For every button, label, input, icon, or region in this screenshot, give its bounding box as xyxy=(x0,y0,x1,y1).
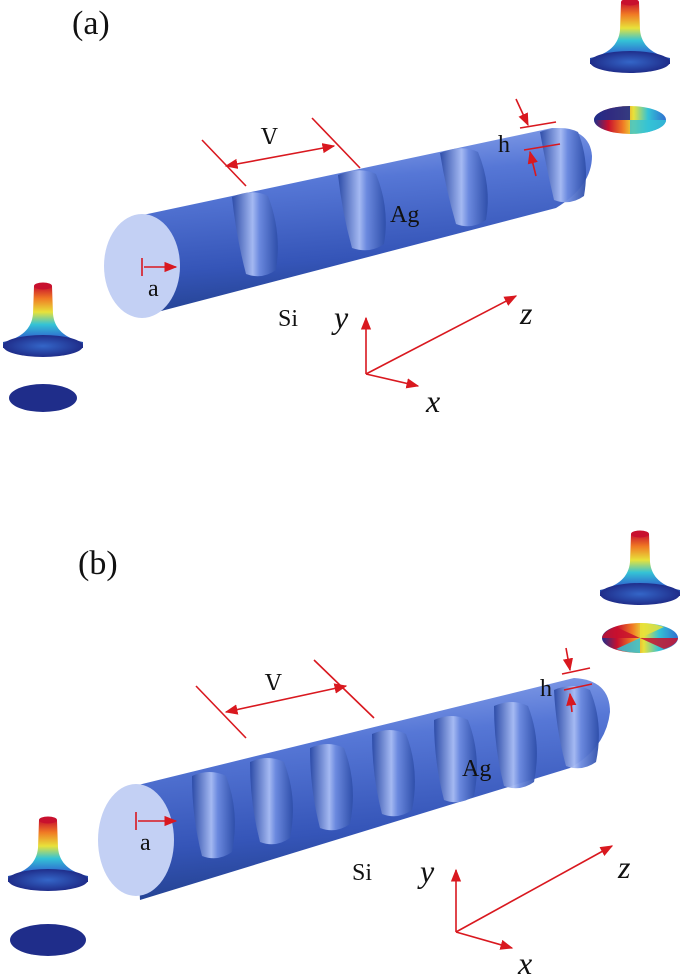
output-mode-a xyxy=(590,0,670,134)
output-mode-b xyxy=(600,530,680,653)
period-label-a: Λ xyxy=(260,122,278,148)
height-marker-a: h xyxy=(498,98,561,177)
cross-section-b xyxy=(98,784,174,896)
input-mode-phase-b xyxy=(10,924,86,956)
input-mode-b xyxy=(8,816,88,956)
output-mode-phase-a xyxy=(594,106,666,134)
radius-label-a: a xyxy=(148,276,159,302)
axes-b: y x z xyxy=(417,845,631,977)
nanowire-b xyxy=(98,678,610,900)
radius-label-b: a xyxy=(140,830,151,856)
axis-y-label-a: y xyxy=(331,299,349,335)
panel-label-b: (b) xyxy=(78,545,118,582)
period-marker-a: Λ xyxy=(201,117,361,187)
radius-marker-b: a xyxy=(135,812,178,856)
nanowire-a xyxy=(104,128,592,318)
height-marker-b: h xyxy=(540,647,593,713)
axis-y-label-b: y xyxy=(417,853,435,889)
medium-label-b: Si xyxy=(352,860,372,886)
axis-z-label-a: z xyxy=(519,295,533,331)
medium-label-a: Si xyxy=(278,306,298,332)
axis-x-label-b: x xyxy=(517,945,532,977)
grooves-a xyxy=(232,128,586,277)
height-label-a: h xyxy=(498,132,510,158)
axes-a: y x z xyxy=(331,295,533,419)
radius-marker-a: a xyxy=(141,258,178,302)
period-marker-b: Λ xyxy=(195,659,375,739)
metal-label-a: Ag xyxy=(390,202,419,228)
input-mode-phase-a xyxy=(9,384,77,412)
grooves-b xyxy=(192,686,599,859)
output-mode-phase-b xyxy=(602,623,678,653)
metal-label-b: Ag xyxy=(462,756,491,782)
height-label-b: h xyxy=(540,676,552,702)
panel-label-a: (a) xyxy=(72,5,110,42)
panel-a: (a) Λ h xyxy=(3,0,670,419)
input-mode-a xyxy=(3,282,83,412)
axis-x-label-a: x xyxy=(425,383,440,419)
axis-z-label-b: z xyxy=(617,849,631,885)
period-label-b: Λ xyxy=(264,668,282,694)
panel-b: (b) Λ xyxy=(8,530,680,977)
